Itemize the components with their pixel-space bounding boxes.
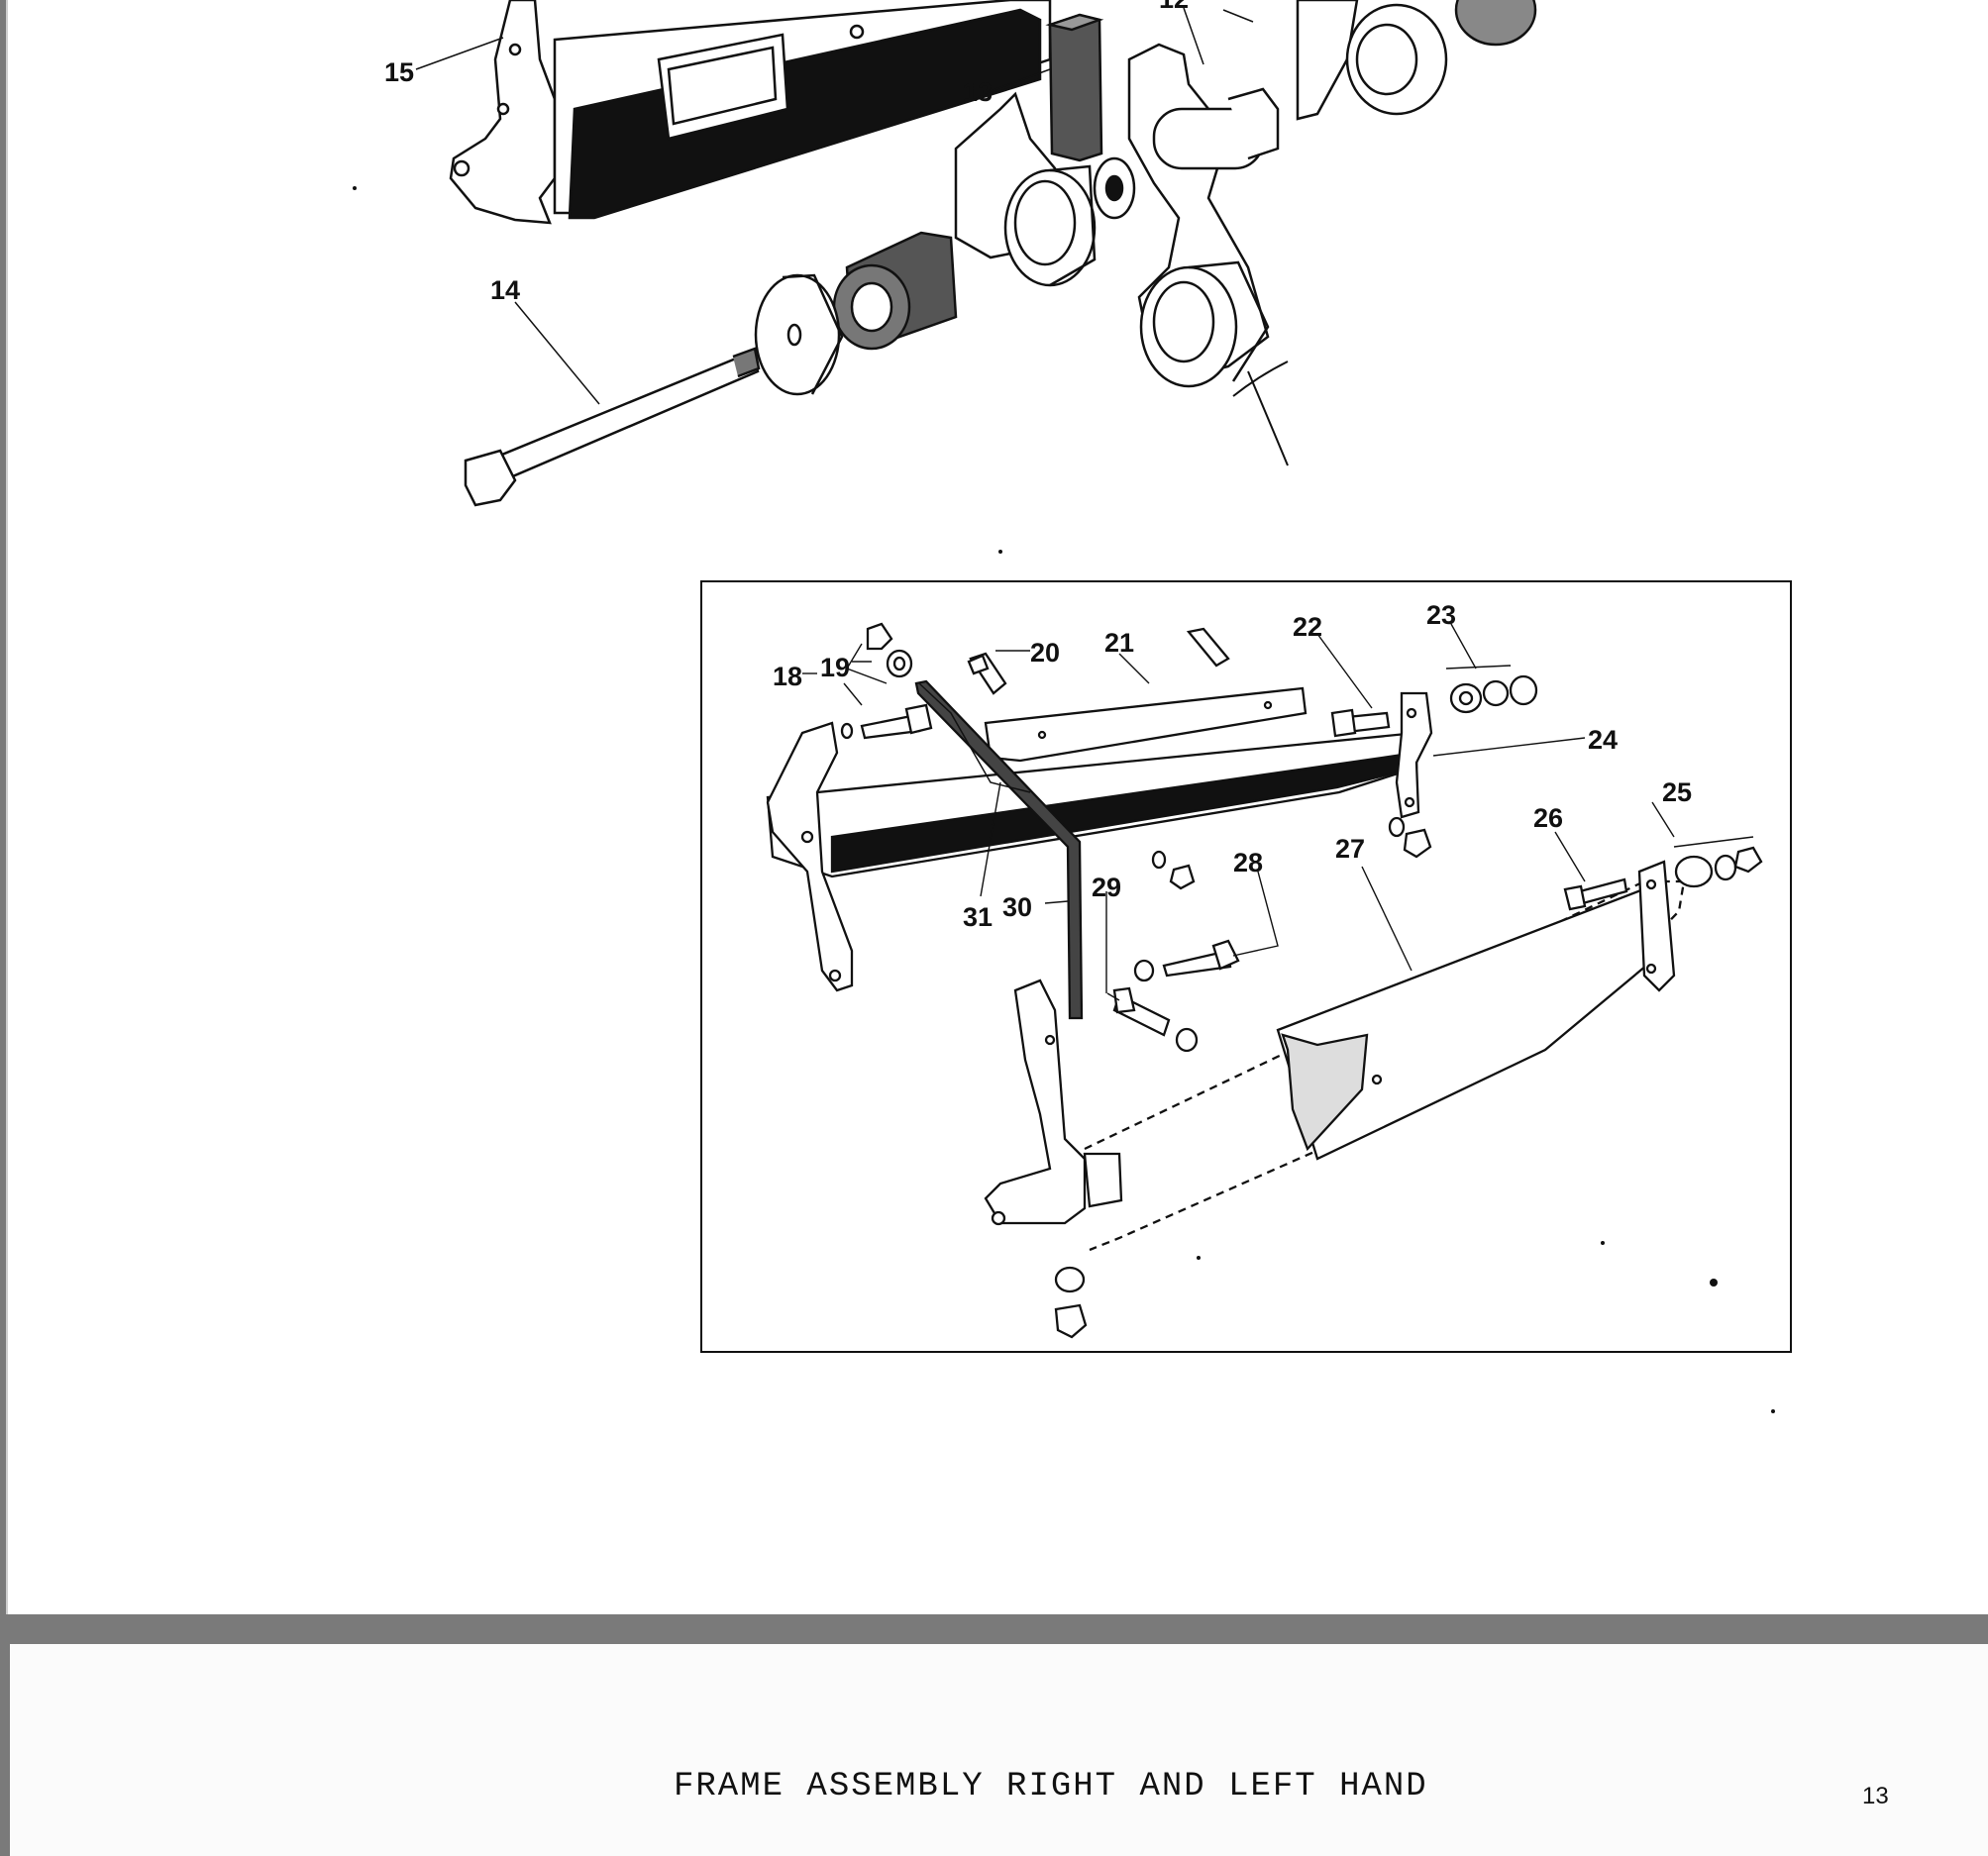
block-part-13 — [1045, 13, 1104, 162]
callout-19: 19 — [820, 653, 850, 682]
callout-31: 31 — [963, 902, 993, 932]
callout-15: 15 — [384, 57, 414, 87]
crossmember-part-24 — [766, 691, 1433, 992]
callout-24: 24 — [1588, 725, 1618, 755]
page-number: 13 — [1862, 1783, 1889, 1809]
lower-callout-labels: 18 19 20 21 22 23 24 25 26 27 28 29 30 3… — [773, 600, 1692, 932]
callout-25: 25 — [1662, 777, 1692, 807]
bushing-spacer — [832, 231, 958, 351]
bearing-housing-right — [1296, 0, 1537, 121]
pencil-mark — [1232, 361, 1289, 466]
callout-27: 27 — [1335, 834, 1365, 864]
callout-18: 18 — [773, 662, 802, 691]
page-lower — [10, 1644, 1988, 1856]
upper-callouts: 15 13 12 14 — [384, 0, 1254, 405]
callout-30: 30 — [1002, 892, 1032, 922]
callout-20: 20 — [1030, 638, 1060, 668]
upper-assembly — [449, 0, 1537, 507]
callout-13: 13 — [963, 77, 993, 107]
callout-29: 29 — [1092, 873, 1121, 902]
flat-washer — [754, 273, 844, 396]
callout-22: 22 — [1293, 612, 1322, 642]
rocker-arm-part-12 — [1093, 43, 1280, 388]
lower-frame-part-27 — [984, 860, 1686, 1252]
l-rod-part-30 — [914, 679, 1084, 1020]
scan-specks — [353, 186, 1775, 1413]
long-bolt-part-14 — [464, 347, 761, 507]
fasteners — [840, 622, 1763, 1339]
callout-28: 28 — [1233, 848, 1263, 877]
lower-callouts — [802, 623, 1754, 1001]
callout-12: 12 — [1159, 0, 1189, 14]
callout-23: 23 — [1426, 600, 1456, 630]
frame-casting-part-15 — [449, 0, 1052, 225]
figure-caption: FRAME ASSEMBLY RIGHT AND LEFT HAND — [674, 1768, 1428, 1805]
callout-26: 26 — [1533, 803, 1563, 833]
lower-assembly — [766, 622, 1763, 1339]
bearing-housing-left — [954, 91, 1097, 287]
callout-14: 14 — [490, 275, 520, 305]
callout-21: 21 — [1104, 628, 1134, 658]
